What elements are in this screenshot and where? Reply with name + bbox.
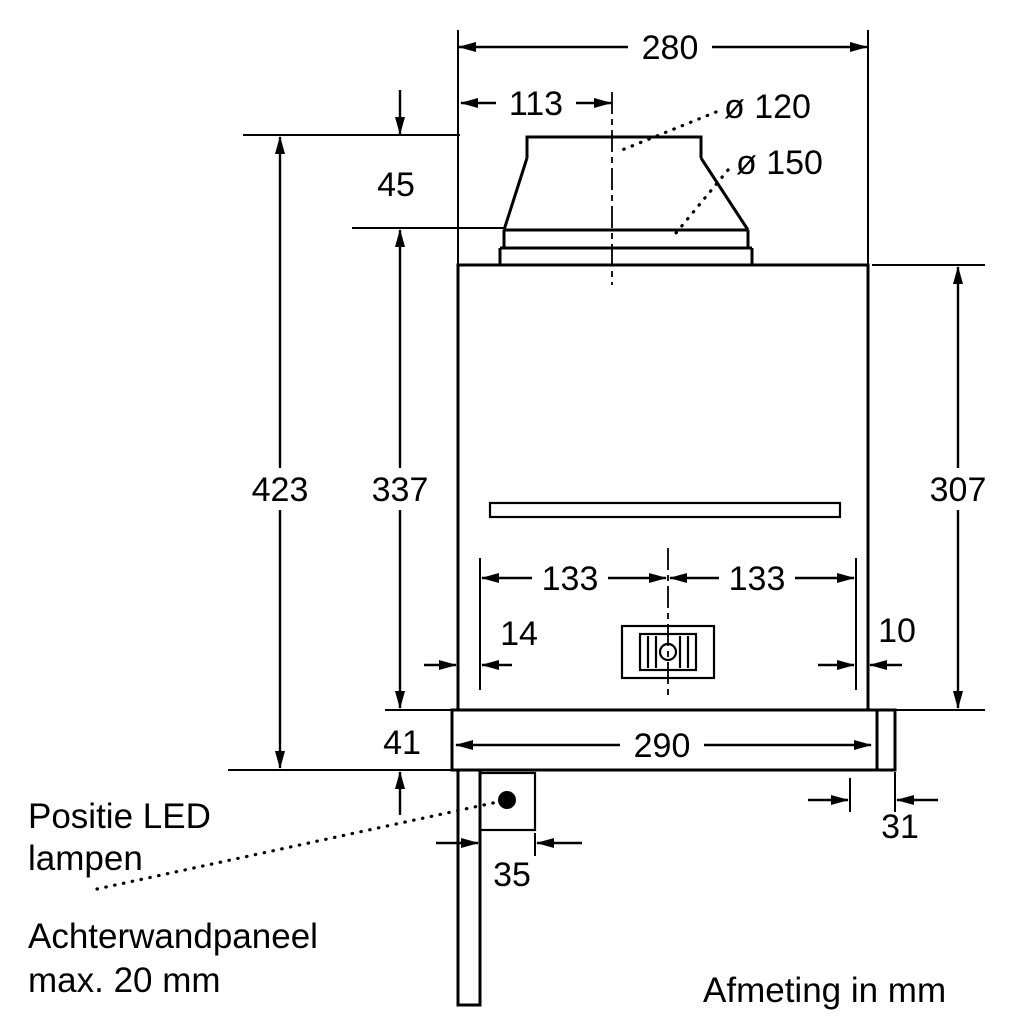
dim-label-14: 14 [500,615,538,653]
dim-overall-height: 423 [235,136,325,769]
dim-label-45: 45 [377,166,415,204]
dim-label-35: 35 [493,856,531,894]
dim-label-290: 290 [634,727,691,765]
dim-body-height: 337 [355,229,445,709]
dim-center-right: 133 [669,558,855,598]
dim-label-d120: ø 120 [724,88,811,126]
annotations: Positie LED lampen Achterwandpaneel max.… [28,797,946,1010]
note-panel-line1: Achterwandpaneel [28,917,318,956]
dim-collar-height: 45 [377,90,415,204]
filter-slot [488,501,842,519]
extension-lines [228,30,985,856]
dim-label-41: 41 [383,724,421,762]
dim-label-337: 337 [372,471,429,509]
led-dot [498,791,516,809]
duct-collar [498,135,754,265]
dim-right-overhang: 31 [808,795,938,846]
dim-duct-diameters: ø 120 ø 150 [620,88,823,235]
note-panel-line2: max. 20 mm [28,961,221,1000]
dim-label-d150: ø 150 [736,144,823,182]
dim-label-133-left: 133 [542,560,599,598]
dim-right-inset: 10 [818,612,916,670]
note-led-line2: lampen [28,839,143,878]
hood-outline [450,135,897,1007]
dim-flange-height: 41 [383,724,421,815]
dim-left-inset: 14 [424,615,538,670]
dim-center-left: 133 [481,558,667,598]
led-square [478,771,537,832]
dim-label-280: 280 [642,29,699,67]
dim-right-height: 307 [913,266,1003,709]
dim-flange-width: 290 [455,725,872,765]
dim-top-width: 280 [458,27,868,67]
dim-label-10: 10 [878,612,916,650]
dim-label-307: 307 [930,471,987,509]
dim-label-133-right: 133 [729,560,786,598]
dim-label-423: 423 [252,471,309,509]
led-leader-line [95,799,504,891]
dim-label-31: 31 [881,808,919,846]
dim-led-offset: 35 [436,838,582,894]
dim-duct-offset: 113 [460,83,612,123]
dim-label-113: 113 [509,85,563,123]
note-units: Afmeting in mm [703,971,946,1010]
bottom-flange [450,708,897,772]
back-panel [456,770,482,1007]
note-led-line1: Positie LED [28,797,211,836]
